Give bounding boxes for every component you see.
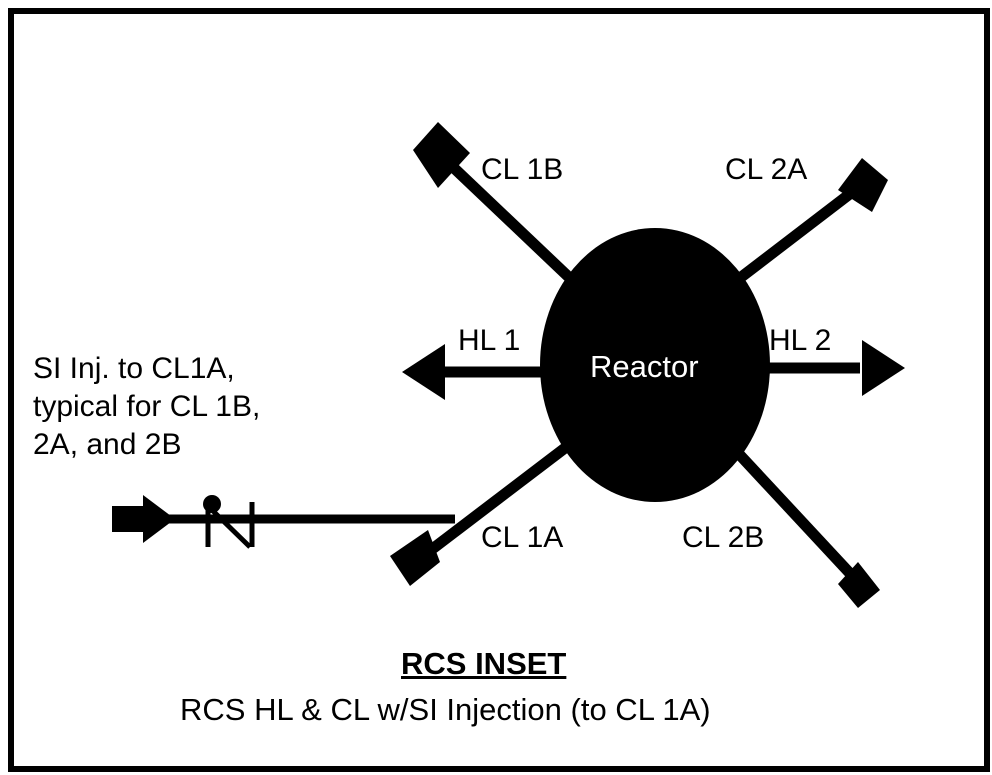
reactor-label: Reactor: [590, 349, 699, 384]
diagram-subtitle: RCS HL & CL w/SI Injection (to CL 1A): [180, 692, 711, 727]
label-hl-2: HL 2: [769, 324, 832, 357]
cl-2a-arrowhead: [838, 158, 888, 212]
valve-indicator-dot: [203, 495, 221, 513]
check-valve-icon: [205, 502, 255, 549]
si-injection-note: SI Inj. to CL1A, typical for CL 1B, 2A, …: [33, 352, 261, 462]
cl-2b-pipe: [733, 449, 863, 586]
label-cl-1b: CL 1B: [481, 153, 564, 186]
label-cl-2a: CL 2A: [725, 153, 808, 186]
diagram-title: RCS INSET: [401, 646, 567, 681]
label-hl-1: HL 1: [458, 324, 521, 357]
diagram-border: [8, 8, 990, 772]
cl-1a-pipe: [406, 443, 569, 571]
cl-1b-arrowhead: [413, 122, 470, 188]
cl-2a-pipe: [736, 175, 872, 283]
label-cl-2b: CL 2B: [682, 521, 765, 554]
hl-2-arrowhead: [862, 340, 905, 396]
label-cl-1a: CL 1A: [481, 521, 564, 554]
si-source-arrow: [112, 495, 175, 543]
cl-1b-pipe: [431, 146, 579, 287]
cl-2b-arrowhead: [838, 562, 880, 608]
cl-1a-arrowhead: [390, 530, 440, 586]
hl-1-arrowhead: [402, 344, 445, 400]
reactor-vessel: [540, 228, 770, 502]
